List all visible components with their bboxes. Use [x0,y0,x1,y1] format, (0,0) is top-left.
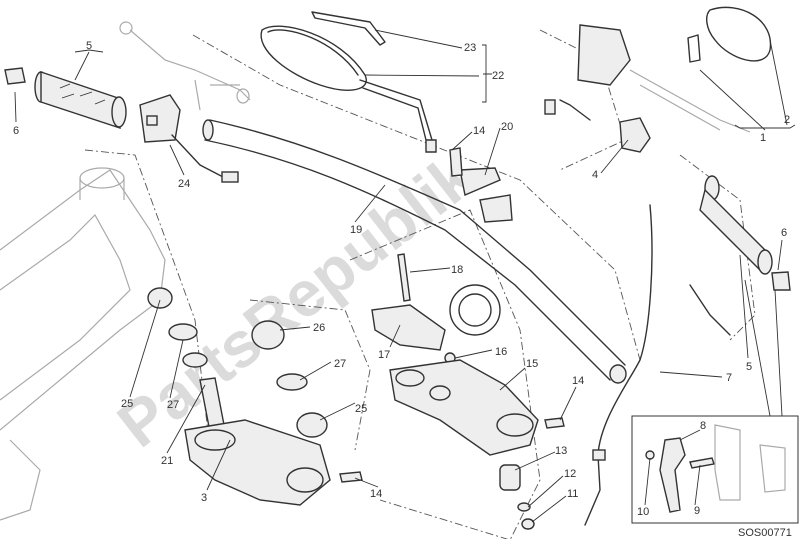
clutch-lever-part [119,21,251,111]
left-mirror-part [260,11,437,153]
label-8: 8 [700,420,706,432]
label-2: 2 [784,114,790,126]
clamp-parts [397,147,513,302]
label-25: 25 [355,403,367,415]
label-10: 10 [637,506,649,518]
spacer-parts [499,464,535,530]
lower-clamp-part [389,359,565,456]
label-16: 16 [495,346,507,358]
clutch-cable-part [584,204,731,526]
label-7: 7 [726,372,732,384]
steering-stem-part [184,377,363,506]
label-15: 15 [526,358,538,370]
leader-lines [14,29,796,523]
label-11: 11 [567,488,578,500]
label-23: 23 [464,42,476,54]
label-27: 27 [334,358,346,370]
label-1: 1 [760,132,766,144]
label-14: 14 [473,125,485,137]
upper-clamp-part [371,284,501,364]
label-3: 3 [201,492,207,504]
right-switch-part [544,24,751,153]
label-19: 19 [350,224,362,236]
label-21: 21 [161,455,173,467]
diagram-code: SOS00771 [738,527,792,539]
callout-labels: 6 5 24 23 22 19 14 20 18 26 27 25 27 21 … [13,40,792,539]
label-6: 6 [781,227,787,239]
label-14: 14 [572,375,584,387]
label-22: 22 [492,70,504,82]
right-mirror-part [687,6,772,63]
label-24: 24 [178,178,190,190]
label-26: 26 [313,322,325,334]
label-5: 5 [86,40,92,52]
left-switch-part [139,94,239,183]
bearing-parts [147,287,328,438]
frame-part [0,167,166,521]
label-4: 4 [592,169,598,181]
label-13: 13 [555,445,567,457]
label-14: 14 [370,488,382,500]
inset-parts [645,424,786,513]
right-grip-part [699,175,791,291]
label-18: 18 [451,264,463,276]
label-27: 27 [167,399,179,411]
left-grip-part [4,67,127,129]
label-20: 20 [501,121,513,133]
label-17: 17 [378,349,390,361]
label-6: 6 [13,125,19,137]
detail-inset [631,415,799,524]
label-12: 12 [564,468,576,480]
label-25: 25 [121,398,133,410]
label-5: 5 [746,361,752,373]
handlebar-part [202,119,627,384]
label-9: 9 [694,505,700,517]
